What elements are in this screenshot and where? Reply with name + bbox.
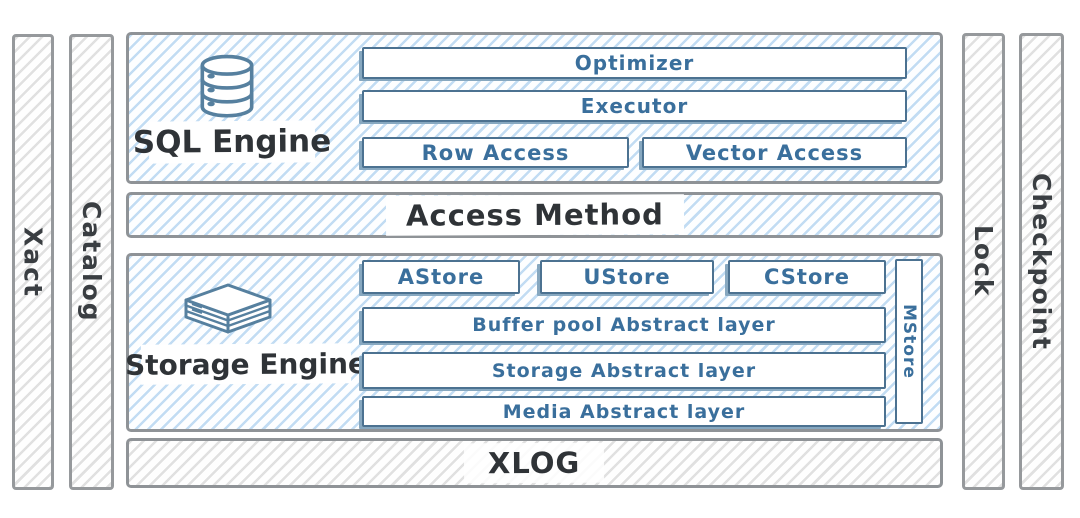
- storage-stack-icon: [181, 282, 275, 352]
- sql-engine-title: SQL Engine: [133, 120, 331, 164]
- checkpoint-label: Checkpoint: [1027, 172, 1056, 351]
- sidebar-checkpoint: Checkpoint: [1019, 33, 1064, 490]
- xlog-bar: XLOG: [126, 438, 943, 488]
- access-method-label: Access Method: [385, 194, 684, 236]
- buffer-pool-abstract-layer-box: Buffer pool Abstract layer: [362, 307, 886, 343]
- catalog-label: Catalog: [77, 201, 106, 323]
- xact-label: Xact: [18, 226, 48, 298]
- lock-label: Lock: [969, 225, 998, 298]
- vector-access-box: Vector Access: [642, 137, 907, 168]
- astore-box: AStore: [362, 260, 520, 294]
- mstore-box: MStore: [895, 259, 923, 424]
- ustore-box: UStore: [540, 260, 714, 294]
- sql-engine-block: SQL Engine Optimizer Executor Row Access…: [126, 32, 943, 184]
- database-icon: [193, 53, 261, 129]
- access-method-bar: Access Method: [126, 192, 943, 238]
- cstore-box: CStore: [728, 260, 886, 294]
- storage-engine-block: Storage Engine AStore UStore CStore MSto…: [125, 253, 943, 432]
- storage-abstract-layer-box: Storage Abstract layer: [362, 352, 886, 389]
- sidebar-catalog: Catalog: [69, 34, 114, 490]
- row-access-box: Row Access: [362, 137, 629, 168]
- media-abstract-layer-box: Media Abstract layer: [362, 396, 886, 427]
- sidebar-xact: Xact: [12, 34, 54, 490]
- optimizer-box: Optimizer: [362, 47, 907, 79]
- xlog-label: XLOG: [464, 442, 605, 484]
- sidebar-lock: Lock: [962, 33, 1005, 490]
- executor-box: Executor: [362, 90, 907, 122]
- storage-engine-title: Storage Engine: [125, 343, 367, 385]
- mstore-label: MStore: [899, 304, 919, 379]
